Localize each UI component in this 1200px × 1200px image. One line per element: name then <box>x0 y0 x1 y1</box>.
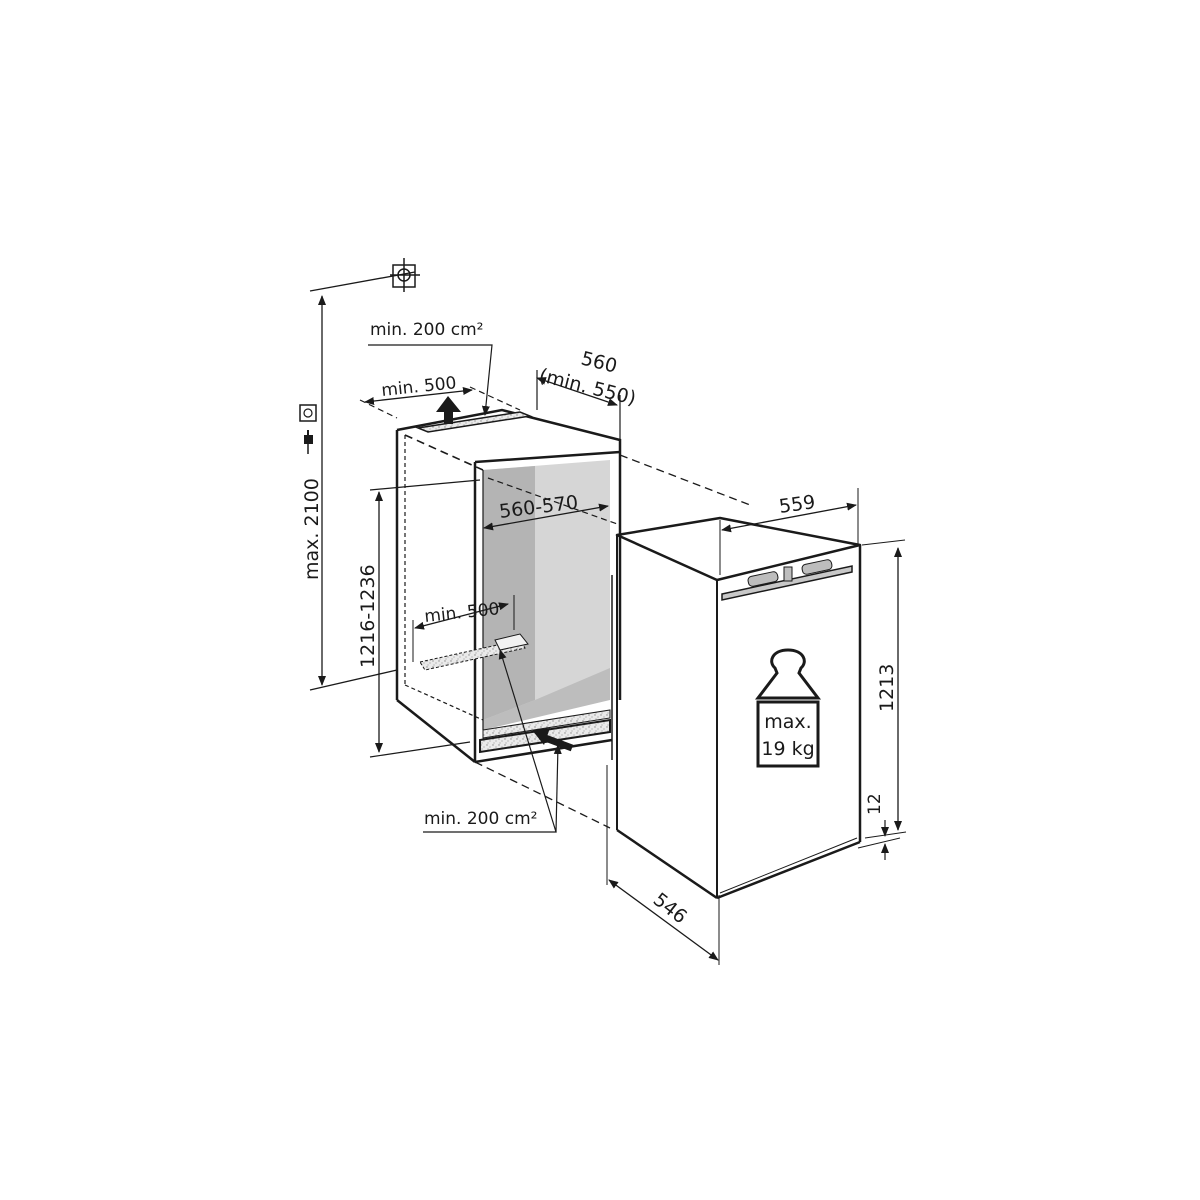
niche-cabinet <box>395 408 622 764</box>
appliance-width-label: 559 <box>778 491 817 518</box>
power-socket-icon <box>299 404 317 422</box>
bottom-vent-label: min. 200 cm² <box>424 809 537 829</box>
top-vent-slot <box>415 411 533 433</box>
appliance-depth-label: 546 <box>649 889 691 929</box>
niche-height-label: 1216-1236 <box>357 564 379 668</box>
power-plug-icon <box>304 430 313 454</box>
arrow-diagonal-icon <box>532 728 574 752</box>
max-height-label: max. 2100 <box>301 478 323 580</box>
niche-floor <box>483 668 610 730</box>
crosshair-target-icon <box>390 258 420 292</box>
door-load-label: max. <box>764 711 811 733</box>
niche-depth-label: 560 <box>579 348 620 378</box>
door-load-value: 19 kg <box>761 738 814 760</box>
appliance-height-label: 1213 <box>876 664 898 712</box>
arrow-up-icon <box>436 396 461 424</box>
top-clearance-label: min. 500 <box>380 373 457 401</box>
top-vent-label: min. 200 cm² <box>370 320 483 340</box>
niche-depth-min-label: (min. 550) <box>537 365 638 410</box>
weight-icon: max. 19 kg <box>754 648 822 768</box>
plinth-gap-label: 12 <box>865 793 885 815</box>
appliance <box>611 516 862 900</box>
control-panel <box>721 565 853 601</box>
